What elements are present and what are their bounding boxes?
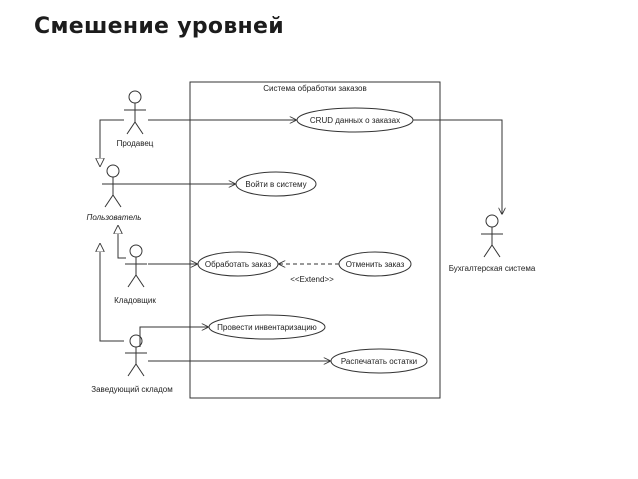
- usecase-process-order: Обработать заказ: [197, 251, 279, 277]
- actor-warehouse-manager: [125, 334, 147, 377]
- actor-user-label: Пользователь: [87, 213, 142, 222]
- usecase-process-order-label: Обработать заказ: [205, 260, 272, 269]
- usecase-inventory-label: Провести инвентаризацию: [217, 323, 317, 332]
- actor-user: [102, 164, 124, 208]
- extend-label: <<Extend>>: [290, 275, 334, 284]
- usecase-login: Войти в систему: [235, 171, 317, 197]
- system-boundary: [189, 81, 441, 399]
- usecase-inventory: Провести инвентаризацию: [208, 314, 326, 340]
- slide-title: Смешение уровней: [34, 14, 284, 39]
- assoc-crud-accounting: [413, 119, 502, 214]
- system-label: Система обработки заказов: [263, 84, 367, 93]
- actor-storekeeper-label: Кладовщик: [114, 296, 156, 305]
- generalization-storekeeper-user: [118, 226, 126, 259]
- generalization-manager-user: [100, 244, 124, 342]
- usecase-print-stock: Распечатать остатки: [330, 348, 428, 374]
- actor-storekeeper: [125, 244, 147, 288]
- usecase-crud: CRUD данных о заказах: [296, 107, 414, 133]
- assoc-manager-inventory: [139, 327, 208, 347]
- actor-accounting: [481, 214, 503, 258]
- actor-accounting-label: Бухгалтерская система: [449, 264, 536, 273]
- actor-warehouse-manager-label: Заведующий складом: [91, 385, 172, 394]
- usecase-cancel-order-label: Отменить заказ: [346, 260, 405, 269]
- usecase-crud-label: CRUD данных о заказах: [310, 116, 400, 125]
- usecase-login-label: Войти в систему: [245, 180, 306, 189]
- actor-seller: [124, 90, 146, 135]
- generalization-seller-user: [100, 119, 124, 166]
- usecase-cancel-order: Отменить заказ: [338, 251, 412, 277]
- usecase-print-stock-label: Распечатать остатки: [341, 357, 417, 366]
- actor-seller-label: Продавец: [117, 139, 154, 148]
